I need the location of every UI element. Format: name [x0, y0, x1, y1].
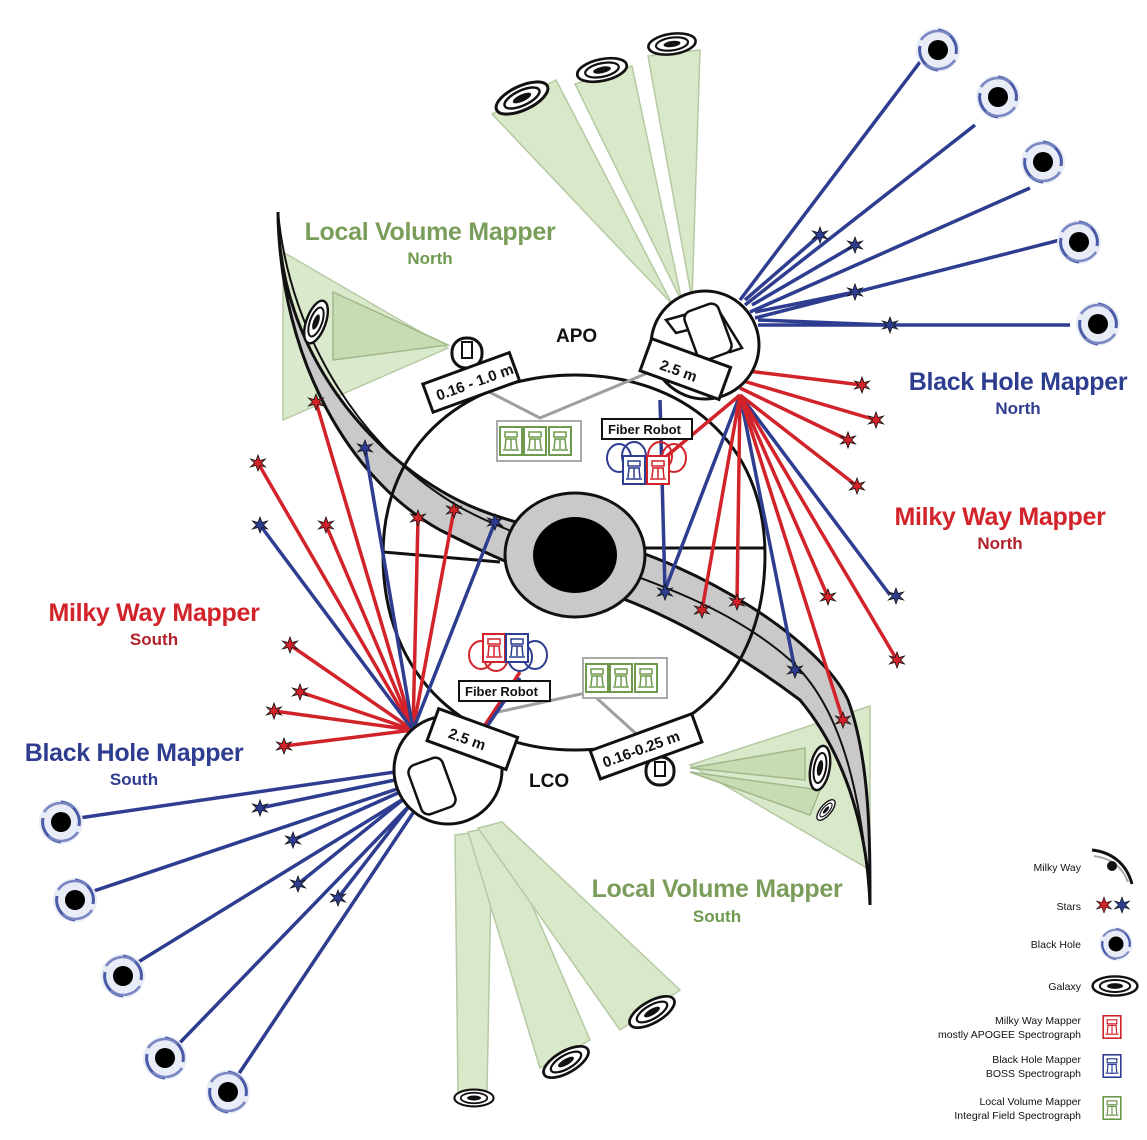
legend: Milky Way Stars Black Hole Galaxy Milky …	[938, 848, 1139, 1122]
legend-label: Milky Way	[1034, 862, 1082, 874]
legend-label: Black Hole	[1031, 939, 1081, 951]
black-hole-icon	[51, 876, 99, 924]
legend-boss: Black Hole Mapper BOSS Spectrograph	[986, 1054, 1122, 1080]
mwm-north-title: Milky Way Mapper	[895, 503, 1107, 531]
lco-2-5m-telescope: 2.5 m	[392, 706, 520, 826]
lco-small-telescope: 0.16-0.25 m	[588, 711, 704, 787]
black-hole-icon	[37, 798, 85, 846]
legend-label: Black Hole Mapper	[992, 1054, 1081, 1066]
legend-label: BOSS Spectrograph	[986, 1068, 1081, 1080]
lvm-south-subtitle: South	[693, 907, 741, 926]
legend-milky-way: Milky Way	[1034, 848, 1134, 885]
bhm-north-title: Black Hole Mapper	[909, 368, 1128, 396]
legend-apogee: Milky Way Mapper mostly APOGEE Spectrogr…	[938, 1014, 1122, 1041]
mwm-north-lines	[648, 368, 899, 721]
lco-lvm-spectrographs	[582, 657, 668, 699]
black-hole-icon	[1074, 300, 1122, 348]
stars-icon	[1096, 896, 1130, 914]
lvm-north-title: Local Volume Mapper	[305, 218, 556, 246]
apo-fiber-robot: Fiber Robot	[601, 418, 693, 485]
bhm-north-subtitle: North	[995, 399, 1040, 418]
bhm-north-lines	[658, 60, 1070, 671]
mwm-south-title: Milky Way Mapper	[49, 599, 261, 627]
black-hole-icon	[141, 1034, 189, 1082]
mwm-north-subtitle: North	[977, 534, 1022, 553]
legend-label: Milky Way Mapper	[995, 1015, 1081, 1027]
black-hole-icon	[974, 73, 1022, 121]
milky-way-icon	[1091, 848, 1134, 885]
black-hole-icon	[99, 952, 147, 1000]
galaxy-icon	[1091, 975, 1139, 997]
lco-fiber-robot-label: Fiber Robot	[465, 684, 539, 699]
apo-lvm-spectrographs	[496, 420, 582, 462]
apogee-spectrograph-icon	[1102, 1014, 1122, 1039]
boss-spectrograph-icon	[1102, 1054, 1122, 1079]
legend-label: Galaxy	[1048, 981, 1081, 993]
legend-ifu: Local Volume Mapper Integral Field Spect…	[954, 1096, 1122, 1122]
apo-fiber-robot-label: Fiber Robot	[608, 422, 682, 437]
legend-label: Local Volume Mapper	[979, 1096, 1081, 1108]
apo-label: APO	[556, 326, 597, 347]
mwm-south-subtitle: South	[130, 630, 178, 649]
black-hole-icon	[1019, 138, 1067, 186]
legend-stars: Stars	[1056, 896, 1130, 914]
apo-small-telescope: 0.16 - 1.0 m	[420, 336, 522, 415]
legend-galaxy: Galaxy	[1048, 975, 1139, 997]
survey-labels: Local Volume Mapper North Black Hole Map…	[25, 218, 1128, 926]
legend-label: mostly APOGEE Spectrograph	[938, 1029, 1081, 1041]
ifu-spectrograph-icon	[1102, 1096, 1122, 1120]
legend-black-hole: Black Hole	[1031, 926, 1134, 962]
black-hole-icon	[1055, 218, 1103, 266]
black-hole-icon	[914, 26, 962, 74]
legend-label: Stars	[1056, 901, 1081, 913]
lvm-north-subtitle: North	[407, 249, 452, 268]
lco-label: LCO	[529, 771, 569, 792]
bhm-south-lines	[64, 447, 522, 1091]
milky-way-band	[276, 211, 872, 906]
lvm-south-title: Local Volume Mapper	[592, 875, 843, 903]
black-hole-icon	[204, 1068, 252, 1116]
legend-label: Integral Field Spectrograph	[954, 1110, 1081, 1122]
bhm-south-title: Black Hole Mapper	[25, 739, 244, 767]
apo-2-5m-telescope: 2.5 m	[638, 289, 761, 402]
bhm-south-subtitle: South	[110, 770, 158, 789]
black-hole-icon	[1098, 926, 1134, 962]
lco-fiber-robot: Fiber Robot	[458, 633, 551, 702]
